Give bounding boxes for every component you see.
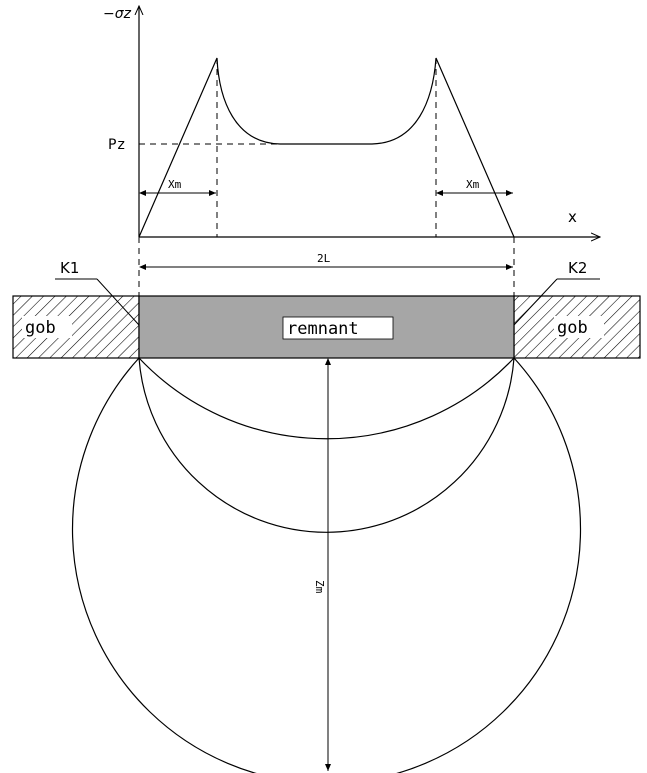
gob-right-label-box xyxy=(554,316,604,338)
outer-failure-circle-arc xyxy=(71,357,582,773)
vertical-axis-label: −σz xyxy=(103,6,132,22)
xm-left-label: Xm xyxy=(168,178,182,191)
zm-label: Zm xyxy=(313,580,326,594)
pz-label: Pz xyxy=(108,137,126,153)
remnant-label-box xyxy=(282,316,394,340)
horizontal-axis-label: x xyxy=(568,208,577,226)
gob-left-label-box xyxy=(22,316,72,338)
span-label: 2L xyxy=(317,252,331,265)
xm-right-label: Xm xyxy=(466,178,480,191)
gob-right-label: gob xyxy=(557,318,588,338)
remnant-label: remnant xyxy=(287,319,359,339)
gob-left-label: gob xyxy=(25,318,56,338)
middle-failure-arc xyxy=(138,357,515,533)
stress-curve xyxy=(138,57,515,238)
k2-label: K2 xyxy=(568,259,587,277)
inner-failure-arc xyxy=(138,357,515,440)
k2-leader-diagonal xyxy=(513,278,558,326)
gob-left-block xyxy=(12,295,140,359)
k1-label: K1 xyxy=(60,259,79,277)
k1-leader-diagonal xyxy=(96,278,140,326)
